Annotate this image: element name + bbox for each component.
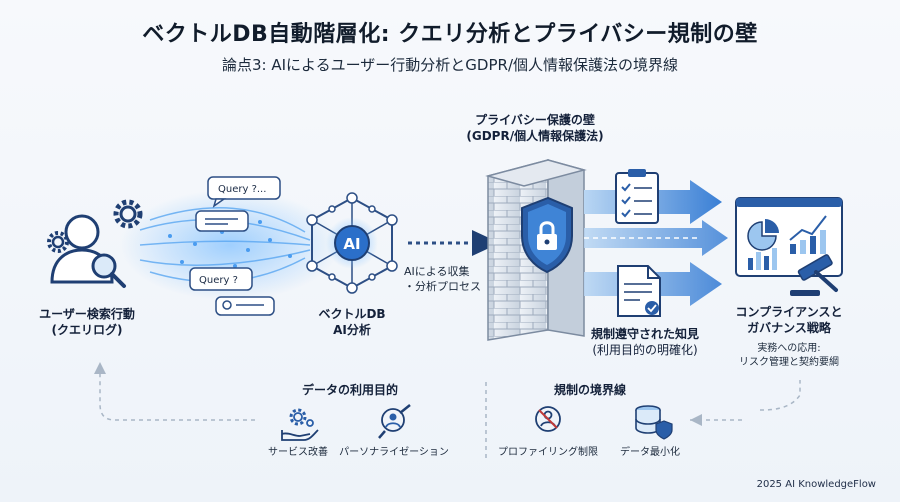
database-shield-icon xyxy=(635,405,673,440)
query-bubble-2: Query ? xyxy=(189,267,253,291)
user-section-label-line2: (クエリログ) xyxy=(51,323,123,337)
compliance-title: コンプライアンスと ガバナンス戦略 xyxy=(724,304,854,336)
regulation-boundary-heading: 規制の境界線 xyxy=(553,383,626,397)
shield-lock-icon xyxy=(521,196,573,274)
page-title: ベクトルDB自動階層化: クエリ分析とプライバシー規制の壁 xyxy=(142,22,758,47)
user-section-label: ユーザー検索行動 (クエリログ) xyxy=(32,306,142,338)
compliant-insights-label: 規制遵守された知見 (利用目的の明確化) xyxy=(580,326,710,358)
data-minimization-label: データ最小化 xyxy=(620,447,680,458)
compliant-insights-line2: (利用目的の明確化) xyxy=(592,343,698,357)
data-purpose-heading: データの利用目的 xyxy=(301,383,398,397)
gavel-icon xyxy=(790,254,838,296)
feedback-arrow-head xyxy=(94,362,106,374)
service-improvement-label: サービス改善 xyxy=(268,447,328,458)
compliance-note-line2: リスク管理と契約要綱 xyxy=(739,357,839,368)
collection-arrow xyxy=(408,230,500,256)
vector-db-label: ベクトルDB AI分析 xyxy=(300,306,404,338)
analytics-dashboard-icon xyxy=(735,197,843,277)
collection-flow-label: AIによる収集 ・分析プロセス xyxy=(404,264,494,294)
personalization-icon xyxy=(378,404,411,439)
user-section-label-line1: ユーザー検索行動 xyxy=(39,307,135,321)
document-check-icon xyxy=(617,265,661,317)
compliant-insights-line1: 規制遵守された知見 xyxy=(590,327,699,341)
footer-credit: 2025 AI KnowledgeFlow xyxy=(756,479,876,490)
profiling-restricted-icon xyxy=(535,406,561,432)
ai-core xyxy=(334,225,370,261)
vector-db-label-line1: ベクトルDB xyxy=(318,307,386,321)
personalization-label: パーソナライゼーション xyxy=(339,447,449,458)
data-stream-dots xyxy=(168,220,292,268)
page-subtitle: 論点3: AIによるユーザー行動分析とGDPR/個人情報保護法の境界線 xyxy=(222,56,678,74)
search-bubble xyxy=(215,296,275,316)
compliance-note-line1: 実務への応用: xyxy=(757,343,821,354)
profiling-restriction-label: プロファイリング制限 xyxy=(498,447,598,458)
gear-icon xyxy=(47,231,69,253)
collection-flow-line1: AIによる収集 xyxy=(404,265,470,278)
collection-flow-line2: ・分析プロセス xyxy=(404,280,481,293)
compliance-note: 実務への応用: リスク管理と契約要綱 xyxy=(724,342,854,370)
clipboard-checklist-icon xyxy=(615,169,659,224)
query-bubble-2-text: Query ? xyxy=(199,275,238,286)
privacy-wall-label-line1: プライバシー保護の壁 xyxy=(475,113,595,127)
user-search-icon xyxy=(50,214,126,288)
privacy-wall-label: プライバシー保護の壁 (GDPR/個人情報保護法) xyxy=(460,112,610,144)
query-bubble-1-text: Query ?... xyxy=(218,184,266,195)
privacy-wall-label-line2: (GDPR/個人情報保護法) xyxy=(466,129,604,143)
compliance-title-line1: コンプライアンスと xyxy=(735,305,843,319)
compliance-title-line2: ガバナンス戦略 xyxy=(747,321,831,335)
query-bubble-1: Query ?... xyxy=(207,176,281,208)
vector-db-label-line2: AI分析 xyxy=(333,323,371,337)
feedback-arrow-head-right xyxy=(690,414,702,426)
gear-icon xyxy=(113,199,143,229)
data-stream-glow xyxy=(120,190,340,300)
query-bubble-empty xyxy=(195,210,249,232)
service-improvement-icon xyxy=(281,408,319,441)
ai-badge: AI xyxy=(343,235,360,253)
